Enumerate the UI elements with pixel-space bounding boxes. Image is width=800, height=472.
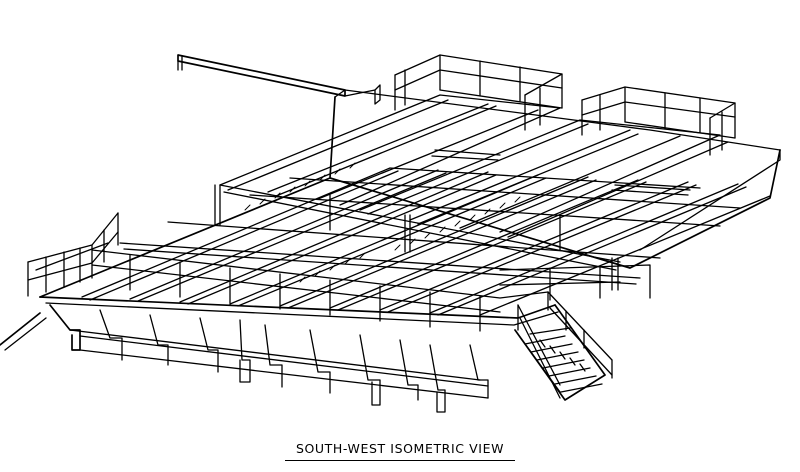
right-guard-rail [499, 264, 651, 301]
girder-bracing [244, 162, 521, 283]
upper-platform-railing-left [374, 54, 563, 131]
access-stair [514, 304, 606, 401]
cross-beams [119, 149, 741, 285]
upper-platform-railing-right [581, 86, 736, 156]
view-title-underline [285, 460, 515, 461]
top-cantilever-beam [177, 54, 376, 97]
support-posts [214, 184, 619, 291]
front-guard-rail [91, 249, 549, 332]
left-handrail [27, 212, 119, 297]
front-edge-beams [0, 304, 489, 413]
stair-handrails [517, 291, 613, 399]
view-title: SOUTH-WEST ISOMETRIC VIEW [295, 441, 505, 456]
deck-outer-frame [39, 89, 781, 326]
raised-platform-beams [219, 94, 729, 271]
